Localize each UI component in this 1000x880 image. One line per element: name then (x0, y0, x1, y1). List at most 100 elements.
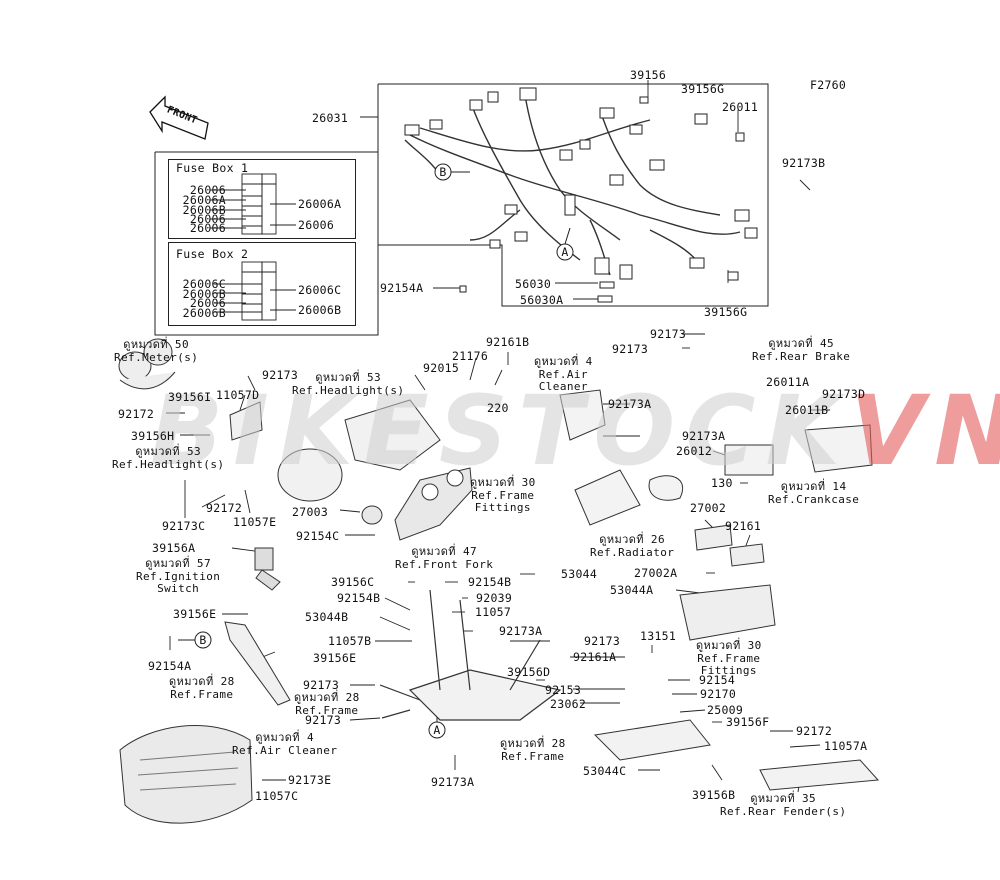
watermark: BIKESTOCKVN (150, 375, 1000, 487)
ref-headlight-top[interactable]: ดูหมวดที่ 53 Ref.Headlight(s) (292, 371, 404, 397)
fuse-box-2-left-3: 26006B (182, 306, 226, 320)
callout-a-top: A (561, 245, 569, 259)
ref-ignition-switch[interactable]: ดูหมวดที่ 57 Ref.Ignition Switch (136, 557, 220, 596)
ref-air-cleaner-top[interactable]: ดูหมวดที่ 4 Ref.Air Cleaner (534, 355, 593, 394)
diagram-code: F2760 (810, 78, 847, 92)
part-53044C[interactable]: 53044C (583, 764, 627, 778)
fuse-box-2-left-0: 26006C (182, 277, 226, 291)
ref-frame-fittings-1[interactable]: ดูหมวดที่ 30 Ref.Frame Fittings (470, 476, 536, 515)
part-92173-rear-1[interactable]: 92173 (650, 327, 687, 341)
ref-air-cleaner-bottom[interactable]: ดูหมวดที่ 4 Ref.Air Cleaner (232, 731, 337, 757)
part-11057B[interactable]: 11057B (328, 634, 372, 648)
part-92154A[interactable]: 92154A (380, 281, 424, 295)
air-cleaner-drawing (119, 725, 253, 824)
ref-air-cleaner-top-th: ดูหมวดที่ 4 (534, 355, 593, 368)
part-130[interactable]: 130 (711, 476, 733, 490)
ref-ignition-th: ดูหมวดที่ 57 (145, 557, 211, 570)
part-220[interactable]: 220 (487, 401, 509, 415)
part-27002[interactable]: 27002 (690, 501, 727, 515)
part-92173-center[interactable]: 92173 (584, 634, 621, 648)
ref-frame-fittings-2[interactable]: ดูหมวดที่ 30 Ref.Frame Fittings (696, 639, 762, 678)
part-39156E-2[interactable]: 39156E (313, 651, 357, 665)
part-92039[interactable]: 92039 (476, 591, 513, 605)
part-92173A-2[interactable]: 92173A (682, 429, 726, 443)
part-26012[interactable]: 26012 (676, 444, 713, 458)
part-92154B-2[interactable]: 92154B (337, 591, 381, 605)
ref-frame-fittings-1-th: ดูหมวดที่ 30 (470, 476, 536, 489)
part-53044[interactable]: 53044 (561, 567, 598, 581)
part-26011A[interactable]: 26011A (766, 375, 810, 389)
part-53044B[interactable]: 53044B (305, 610, 349, 624)
part-92172-mid[interactable]: 92172 (206, 501, 243, 515)
part-11057[interactable]: 11057 (475, 605, 512, 619)
part-39156H[interactable]: 39156H (131, 429, 175, 443)
part-92154B-1[interactable]: 92154B (468, 575, 512, 589)
ref-crankcase-en: Ref.Crankcase (768, 492, 860, 506)
part-56030[interactable]: 56030 (515, 277, 552, 291)
part-39156[interactable]: 39156 (630, 68, 667, 82)
part-39156E-1[interactable]: 39156E (173, 607, 217, 621)
part-92154C[interactable]: 92154C (296, 529, 340, 543)
part-39156A[interactable]: 39156A (152, 541, 196, 555)
part-92161[interactable]: 92161 (725, 519, 762, 533)
ref-frame-left[interactable]: ดูหมวดที่ 28 Ref.Frame (169, 675, 235, 701)
part-92173C[interactable]: 92173C (162, 519, 206, 533)
ref-frame-bottom[interactable]: ดูหมวดที่ 28 Ref.Frame (500, 737, 566, 763)
part-92173A-4[interactable]: 92173A (431, 775, 475, 789)
part-26031[interactable]: 26031 (312, 111, 349, 125)
ref-frame-center[interactable]: ดูหมวดที่ 28 Ref.Frame (294, 691, 360, 717)
part-39156I[interactable]: 39156I (168, 390, 212, 404)
part-92173E[interactable]: 92173E (288, 773, 332, 787)
part-92172-right[interactable]: 92172 (796, 724, 833, 738)
ref-front-fork[interactable]: ดูหมวดที่ 47 Ref.Front Fork (395, 545, 493, 571)
part-11057A[interactable]: 11057A (824, 739, 868, 753)
part-92172-left[interactable]: 92172 (118, 407, 155, 421)
ref-radiator[interactable]: ดูหมวดที่ 26 Ref.Radiator (590, 533, 674, 559)
part-92170[interactable]: 92170 (700, 687, 737, 701)
part-92173D[interactable]: 92173D (822, 387, 866, 401)
front-fork-drawing (361, 467, 473, 541)
part-21176[interactable]: 21176 (452, 349, 489, 363)
part-11057E[interactable]: 11057E (233, 515, 277, 529)
part-92173B[interactable]: 92173B (782, 156, 826, 170)
ref-crankcase[interactable]: ดูหมวดที่ 14 Ref.Crankcase (768, 480, 860, 506)
part-39156F[interactable]: 39156F (726, 715, 770, 729)
part-26011B[interactable]: 26011B (785, 403, 829, 417)
part-92173-center-2[interactable]: 92173 (303, 678, 340, 692)
part-39156G-lower[interactable]: 39156G (704, 305, 748, 319)
part-23062[interactable]: 23062 (550, 697, 587, 711)
part-27003[interactable]: 27003 (292, 505, 329, 519)
part-53044A[interactable]: 53044A (610, 583, 654, 597)
part-39156C[interactable]: 39156C (331, 575, 375, 589)
part-92173-rear-2[interactable]: 92173 (612, 342, 649, 356)
ref-frame-bottom-th: ดูหมวดที่ 28 (500, 737, 566, 750)
part-39156G[interactable]: 39156G (681, 82, 725, 96)
ref-rear-brake[interactable]: ดูหมวดที่ 45 Ref.Rear Brake (752, 337, 850, 363)
part-56030A[interactable]: 56030A (520, 293, 564, 307)
ref-rear-fender[interactable]: ดูหมวดที่ 35 Ref.Rear Fender(s) (720, 792, 846, 818)
part-92153[interactable]: 92153 (545, 683, 582, 697)
fuse-box-1-right-1: 26006 (298, 218, 335, 232)
part-92154[interactable]: 92154 (699, 673, 736, 687)
ref-headlight-left[interactable]: ดูหมวดที่ 53 Ref.Headlight(s) (112, 445, 224, 471)
part-92173-headlight[interactable]: 92173 (262, 368, 299, 382)
part-11057D[interactable]: 11057D (216, 388, 260, 402)
part-39156D[interactable]: 39156D (507, 665, 551, 679)
ref-front-fork-th: ดูหมวดที่ 47 (411, 545, 477, 558)
ref-meter[interactable]: ดูหมวดที่ 50 Ref.Meter(s) (114, 338, 198, 364)
part-92015[interactable]: 92015 (423, 361, 460, 375)
part-92154A-bottom[interactable]: 92154A (148, 659, 192, 673)
part-26011[interactable]: 26011 (722, 100, 759, 114)
part-92173-center-3[interactable]: 92173 (305, 713, 342, 727)
ref-frame-fittings-2-en2: Fittings (700, 664, 757, 677)
part-92161B[interactable]: 92161B (486, 335, 530, 349)
part-27002A[interactable]: 27002A (634, 566, 678, 580)
part-11057C[interactable]: 11057C (255, 789, 299, 803)
part-13151[interactable]: 13151 (640, 629, 677, 643)
part-25009[interactable]: 25009 (707, 703, 744, 717)
part-92161A[interactable]: 92161A (573, 650, 617, 664)
part-92173A-3[interactable]: 92173A (499, 624, 543, 638)
fuse-box-2-title: Fuse Box 2 (176, 247, 249, 261)
part-39156B[interactable]: 39156B (692, 788, 736, 802)
part-92173A-1[interactable]: 92173A (608, 397, 652, 411)
